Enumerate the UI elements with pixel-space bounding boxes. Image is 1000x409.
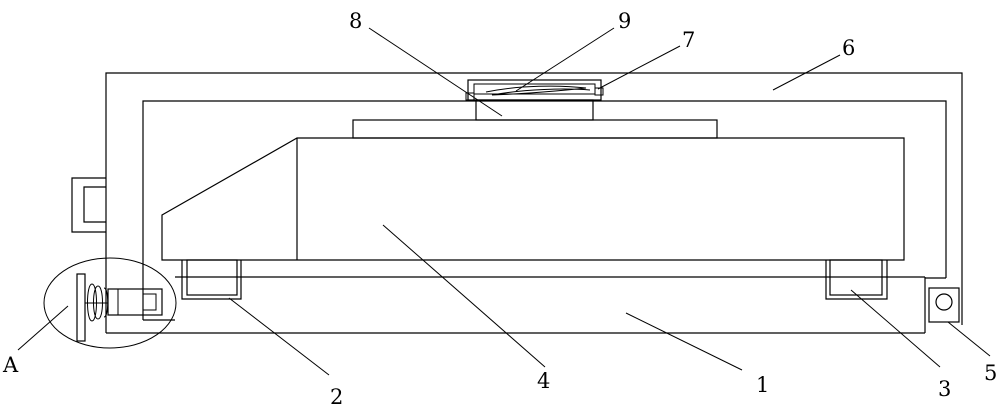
body-4	[161, 137, 905, 261]
label-9: 9	[618, 9, 631, 33]
spring-9	[485, 85, 591, 96]
label-4: 4	[537, 369, 550, 393]
housing-7	[465, 79, 604, 101]
top-plate	[352, 119, 718, 139]
detail-a	[43, 257, 177, 349]
label-6: 6	[842, 36, 855, 60]
label-1: 1	[756, 373, 769, 397]
base-1	[106, 276, 946, 334]
label-8: 8	[349, 9, 362, 33]
frame-6	[105, 72, 963, 333]
wheel-5	[928, 287, 960, 323]
side-bracket	[71, 177, 106, 233]
leader-lines	[17, 27, 991, 376]
foot-3	[825, 259, 888, 300]
label-7: 7	[682, 28, 695, 52]
label-2: 2	[330, 385, 343, 409]
label-3: 3	[938, 377, 951, 401]
foot-2	[181, 259, 242, 300]
label-a: A	[2, 353, 19, 377]
label-5: 5	[984, 361, 997, 385]
